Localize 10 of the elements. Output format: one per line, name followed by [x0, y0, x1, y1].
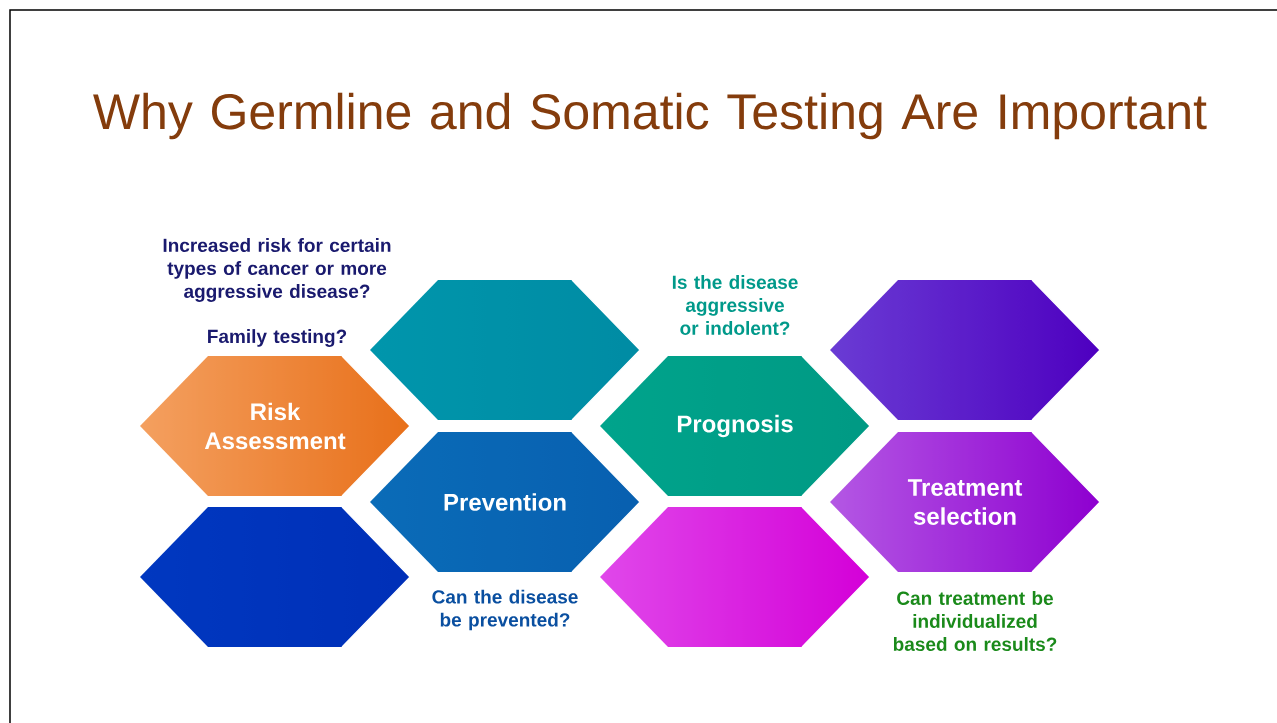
hexagon: Prevention: [444, 431, 641, 573]
question-text: Increased risk for certain types of cancer or more aggressive disease?: [163, 238, 391, 302]
hexagon: Risk Assessment: [204, 355, 411, 497]
hexagon: Prognosis: [677, 355, 871, 497]
question-text: Family testing?: [208, 329, 347, 347]
title: Why Germline and Somatic Testing Are Important: [93, 92, 1207, 140]
question-text: Can treatment be individualized based on results?: [893, 591, 1057, 651]
question-text: Is the disease aggressive or indolent?: [672, 275, 798, 335]
question-text: Can the disease be prevented?: [432, 589, 578, 631]
hexagon: Treatment selection: [907, 431, 1101, 573]
